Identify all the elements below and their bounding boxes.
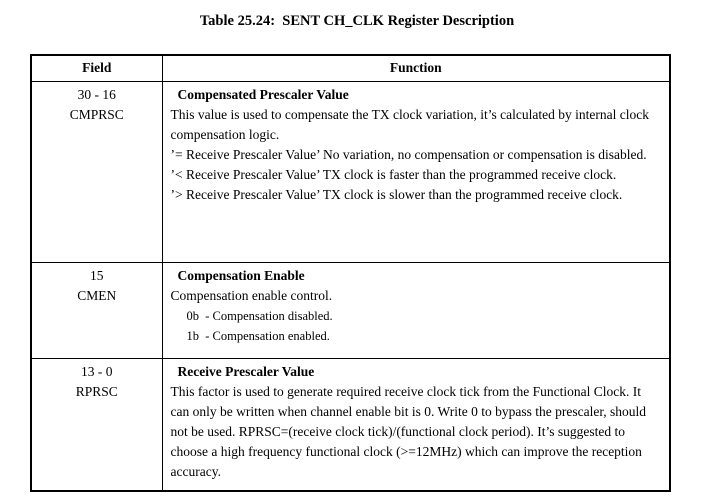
function-paragraph: ’< Receive Prescaler Value’ TX clock is … <box>170 167 617 182</box>
function-paragraph: This factor is used to generate required… <box>170 384 647 479</box>
column-header-field: Field <box>30 54 163 82</box>
function-option: 1b - Compensation enabled. <box>186 329 330 343</box>
function-paragraph: Compensation enable control. <box>170 288 333 303</box>
function-cell-cmen: Compensation Enable Compensation enable … <box>161 262 671 359</box>
field-bits: 15 <box>90 268 104 283</box>
function-paragraph: ’= Receive Prescaler Value’ No variation… <box>170 147 647 162</box>
table-caption: Table 25.24: SENT CH_CLK Register Descri… <box>199 13 515 29</box>
field-cell-cmprsc: 30 - 16 CMPRSC <box>30 81 163 263</box>
table-row-cmprsc: 30 - 16 CMPRSC Compensated Prescaler Val… <box>30 81 671 263</box>
field-name: RPRSC <box>75 384 118 399</box>
function-option: 0b - Compensation disabled. <box>186 309 333 323</box>
function-cell-cmprsc: Compensated Prescaler Value This value i… <box>161 81 671 263</box>
function-cell-rprsc: Receive Prescaler Value This factor is u… <box>161 358 671 491</box>
table-row-cmen: 15 CMEN Compensation Enable Compensation… <box>30 262 671 359</box>
field-bits: 30 - 16 <box>77 87 116 102</box>
field-bits: 13 - 0 <box>81 364 113 379</box>
function-heading: Receive Prescaler Value <box>177 364 315 379</box>
header-row: Field Function <box>30 54 671 82</box>
field-name: CMEN <box>77 288 117 303</box>
field-cell-rprsc: 13 - 0 RPRSC <box>30 358 163 491</box>
table-row-rprsc: 13 - 0 RPRSC Receive Prescaler Value Thi… <box>30 358 671 491</box>
function-paragraph: ’> Receive Prescaler Value’ TX clock is … <box>170 187 623 202</box>
field-name: CMPRSC <box>69 107 124 122</box>
function-heading: Compensation Enable <box>177 268 305 283</box>
column-header-function: Function <box>161 54 671 82</box>
field-cell-cmen: 15 CMEN <box>30 262 163 359</box>
register-description-table: Field Function 30 - 16 CMPRSC Compensate… <box>30 54 671 492</box>
function-paragraph: This value is used to compensate the TX … <box>170 107 649 142</box>
function-heading: Compensated Prescaler Value <box>177 87 349 102</box>
